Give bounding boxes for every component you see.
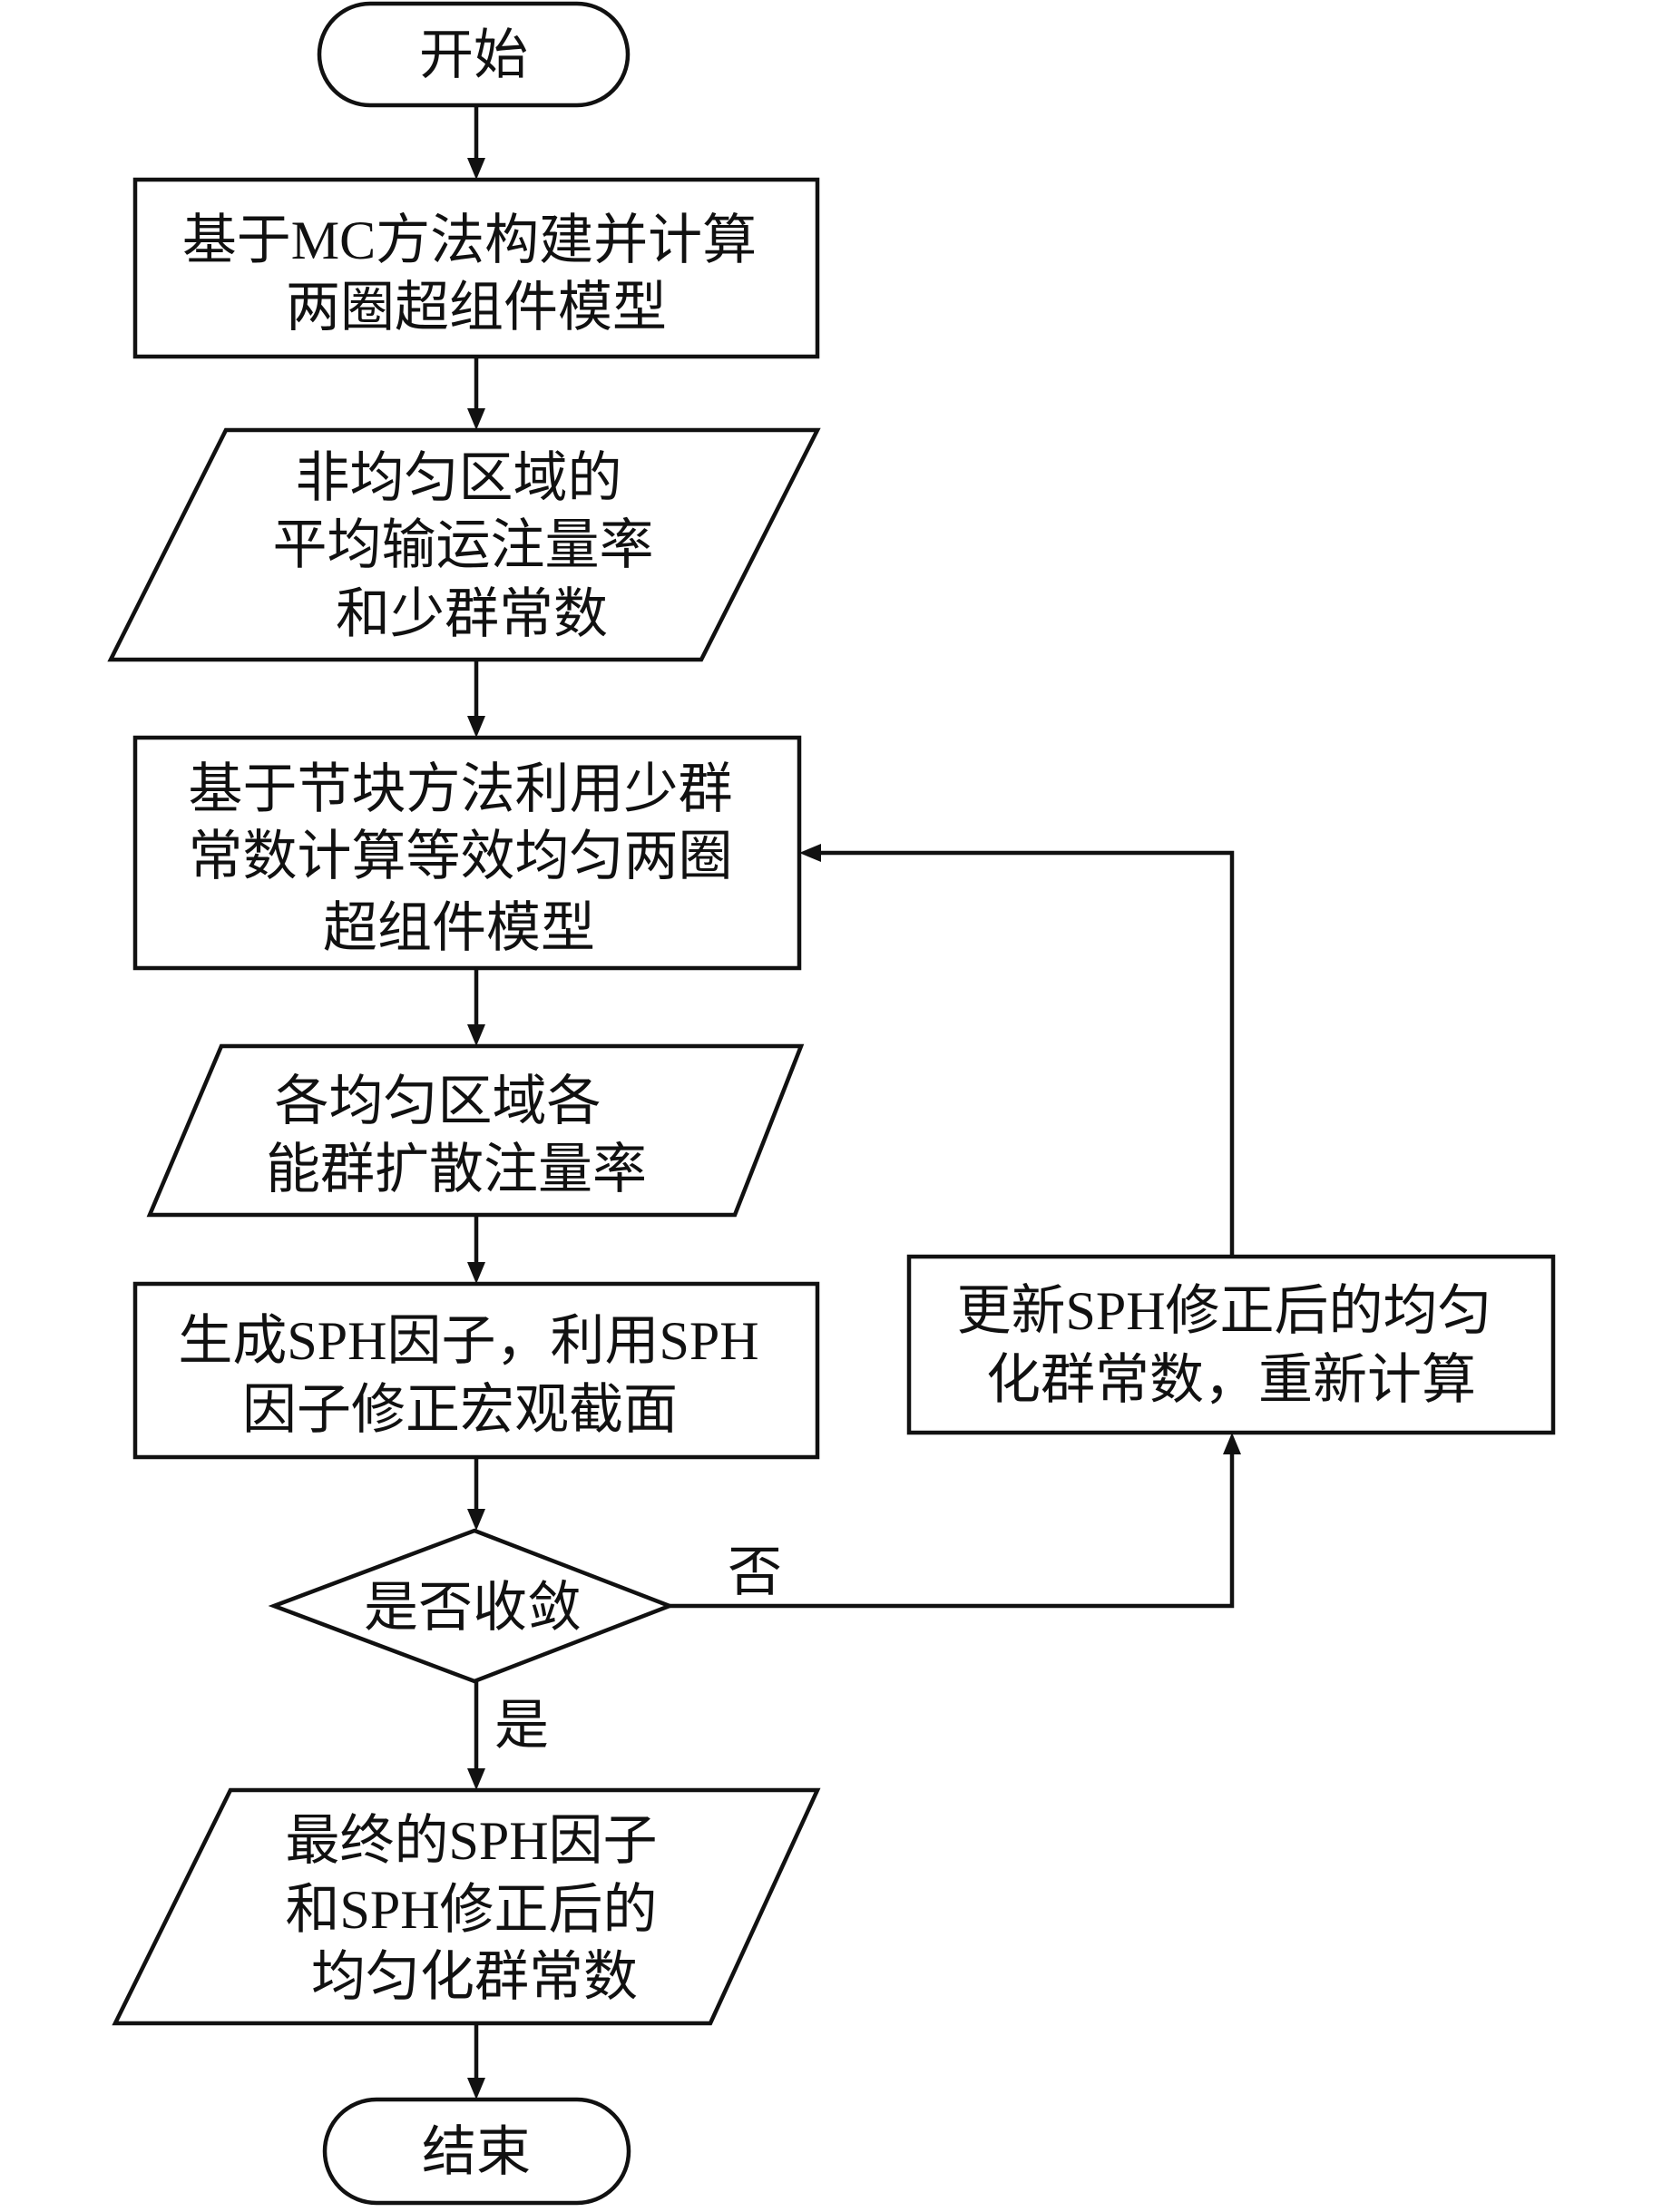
decision-label: 是否收敛 <box>364 1578 582 1638</box>
arrowhead-decision-no-to-update <box>1223 1433 1241 1454</box>
final-output-label: 最终的SPH因子 和SPH修正后的 均匀化群常数 <box>285 1811 670 2007</box>
flow-connectors <box>467 105 1241 2099</box>
flux-xs-label: 非均匀区域的 平均输运注量率 和少群常数 <box>273 448 668 644</box>
edge-update-loop-back <box>817 850 1235 1257</box>
end-label: 结束 <box>422 2122 531 2182</box>
nodal-calc-label: 基于节块方法利用少群 常数计算等效均匀两圈 超组件模型 <box>189 759 747 958</box>
arrowhead-diffusion-to-sph <box>467 1262 485 1284</box>
diffusion-flux-label-line: 各均匀区域各 <box>275 1072 601 1131</box>
final-output-label-line: 均匀化群常数 <box>311 1947 638 2007</box>
flux-xs-label-line: 非均匀区域的 <box>296 448 622 508</box>
build-model-process-box <box>132 177 820 359</box>
arrowhead-final-to-end <box>467 2078 485 2099</box>
final-output-label-line: 和SPH修正后的 <box>285 1880 657 1940</box>
start-terminal-shape <box>317 1 631 108</box>
update-constants-label: 更新SPH修正后的均匀 化群常数，重新计算 <box>956 1281 1505 1410</box>
edge-decision-no-to-update <box>670 1451 1235 1609</box>
flux-xs-data-parallelogram <box>107 427 821 662</box>
nodal-calc-label-line: 基于节块方法利用少群 <box>189 759 733 819</box>
arrowhead-nodal-to-diffusion <box>467 1024 485 1046</box>
nodal-calc-label-line: 超组件模型 <box>323 898 595 958</box>
end-terminal-shape <box>322 2097 631 2206</box>
start-label-line: 开始 <box>419 25 528 85</box>
update-constants-label-line: 更新SPH修正后的均匀 <box>956 1281 1491 1341</box>
sph-correction-label-line: 因子修正宏观截面 <box>242 1380 678 1440</box>
arrowhead-build-to-flux <box>467 408 485 430</box>
edge-label-yes: 是 <box>494 1696 549 1756</box>
edge-label-no: 否 <box>728 1542 782 1602</box>
sph-correction-label: 生成SPH因子，利用SPH 因子修正宏观截面 <box>178 1311 772 1440</box>
decision-label-line: 是否收敛 <box>364 1578 582 1638</box>
update-constants-process-box <box>906 1254 1556 1435</box>
diffusion-flux-data-parallelogram <box>146 1043 805 1218</box>
build-model-label-line: 两圈超组件模型 <box>286 278 667 338</box>
arrowhead-decision-yes-to-final <box>467 1768 485 1790</box>
arrowhead-flux-to-nodal <box>467 716 485 738</box>
sph-correction-process-box <box>132 1281 820 1460</box>
flux-xs-label-line: 和少群常数 <box>336 584 608 644</box>
arrowhead-start-to-build <box>467 158 485 180</box>
nodal-calc-label-line: 常数计算等效均匀两圈 <box>189 827 733 886</box>
final-output-label-line: 最终的SPH因子 <box>285 1811 657 1871</box>
final-output-data-parallelogram <box>112 1787 821 2026</box>
diffusion-flux-label-line: 能群扩散注量率 <box>266 1140 647 1199</box>
update-constants-label-line: 化群常数，重新计算 <box>986 1350 1476 1410</box>
diffusion-flux-label: 各均匀区域各 能群扩散注量率 <box>266 1072 647 1199</box>
build-model-label: 基于MC方法构建并计算 两圈超组件模型 <box>182 210 770 338</box>
arrowhead-sph-to-decision <box>467 1509 485 1531</box>
build-model-label-line: 基于MC方法构建并计算 <box>182 210 757 270</box>
flux-xs-label-line: 平均输运注量率 <box>273 515 654 575</box>
end-label-line: 结束 <box>422 2122 531 2182</box>
sph-correction-label-line: 生成SPH因子，利用SPH <box>178 1311 758 1371</box>
arrowhead-update-loop-back <box>799 844 821 862</box>
start-label: 开始 <box>419 25 528 85</box>
